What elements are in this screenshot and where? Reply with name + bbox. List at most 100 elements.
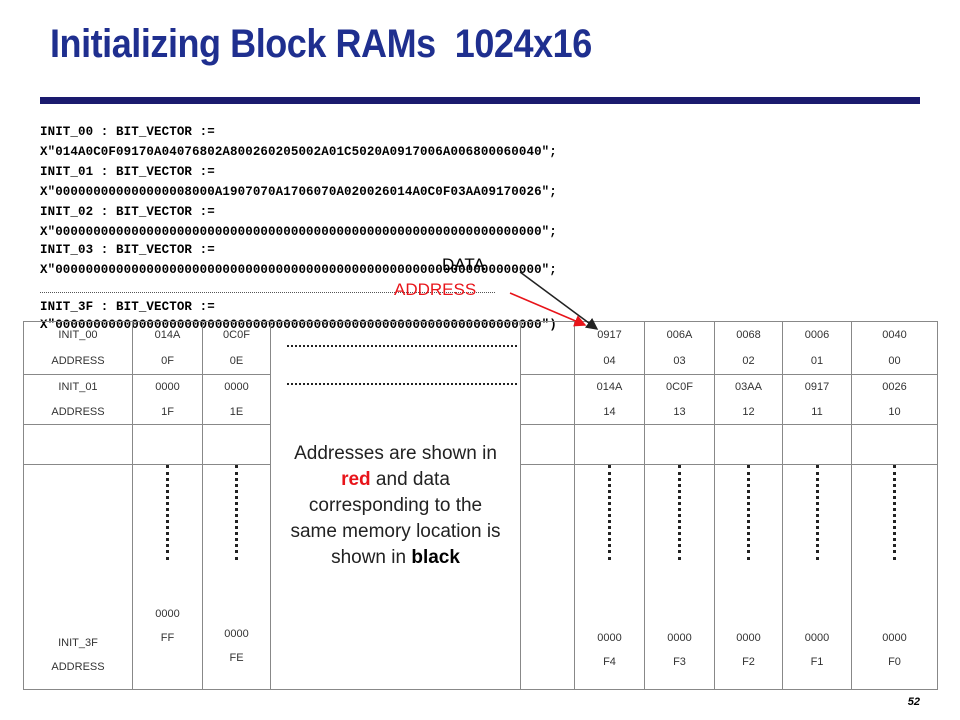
data-value: 0000: [597, 632, 622, 644]
vertical-dots: [235, 465, 238, 560]
data-value: 014A: [596, 381, 623, 394]
code-line: INIT_00 : BIT_VECTOR :=: [40, 125, 215, 139]
address-value: 12: [742, 405, 755, 418]
data-value: 0000: [882, 632, 907, 644]
horizontal-dots: [287, 383, 517, 385]
data-value: 006A: [666, 329, 693, 341]
note-red-word: red: [341, 468, 371, 490]
memory-cell: 0040 00: [851, 321, 938, 375]
slide-title: Initializing Block RAMs 1024x16: [50, 22, 592, 66]
data-value: 0068: [736, 329, 761, 341]
memory-cell: 014A 0F: [132, 321, 203, 375]
address-value: 00: [888, 355, 901, 367]
address-value: 0F: [161, 355, 174, 367]
empty-cell: [132, 424, 203, 465]
address-label: ADDRESS: [51, 355, 105, 367]
data-value: 0917: [804, 381, 830, 394]
address-value: FE: [229, 652, 244, 664]
address-value: F4: [603, 656, 616, 668]
row-name: INIT_00: [58, 329, 98, 341]
vertical-dots: [678, 465, 681, 560]
data-value: 03AA: [735, 381, 762, 394]
address-value: 1F: [161, 405, 174, 418]
code-line: INIT_02 : BIT_VECTOR :=: [40, 205, 215, 219]
memory-cell: 0000 1F: [132, 374, 203, 425]
code-line: INIT_01 : BIT_VECTOR :=: [40, 165, 215, 179]
memory-cell: 0026 10: [851, 374, 938, 425]
note-text: Addresses are shown in red and data corr…: [290, 442, 501, 568]
data-value: 0000: [155, 608, 180, 620]
address-value: 10: [888, 405, 901, 418]
code-line: INIT_03 : BIT_VECTOR :=: [40, 243, 215, 257]
vertical-dots: [893, 465, 896, 560]
data-value: 0026: [882, 381, 907, 394]
vertical-dots: [815, 465, 819, 560]
address-label: ADDRESS: [51, 405, 105, 418]
memory-cell: 0917 04: [574, 321, 645, 375]
page-number: 52: [907, 696, 920, 708]
code-line: X"00000000000000000000000000000000000000…: [40, 225, 557, 239]
address-value: 03: [673, 355, 686, 367]
vertical-dots: [166, 465, 169, 560]
empty-cell: [520, 464, 575, 690]
memory-cell: 0006 01: [782, 321, 852, 375]
address-label: ADDRESS: [51, 661, 105, 673]
note-cell: Addresses are shown in red and data corr…: [270, 321, 521, 690]
data-value: 0000: [736, 632, 761, 644]
empty-cell: [644, 424, 715, 465]
memory-cell: 0000 1E: [202, 374, 271, 425]
empty-cell: [520, 424, 575, 465]
address-value: F1: [810, 656, 824, 668]
vertical-dots: [608, 465, 611, 560]
address-value: F3: [673, 656, 686, 668]
data-value: 0000: [224, 628, 249, 640]
address-arrow: [509, 292, 587, 327]
code-line: X"014A0C0F09170A04076802A800260205002A01…: [40, 145, 557, 159]
memory-cell: 0C0F 13: [644, 374, 715, 425]
data-value: 014A: [154, 329, 181, 341]
address-value: F2: [742, 656, 755, 668]
title-underline: [40, 97, 920, 104]
address-value: 14: [603, 405, 616, 418]
data-value: 0C0F: [223, 329, 250, 341]
row-name-cell: INIT_3F ADDRESS: [23, 464, 133, 690]
row-name: INIT_3F: [58, 637, 98, 649]
code-line: INIT_3F : BIT_VECTOR :=: [40, 300, 215, 314]
data-arrow: [519, 271, 599, 330]
address-label-callout: ADDRESS: [394, 280, 477, 299]
data-value: 0006: [804, 329, 830, 341]
data-value: 0917: [597, 329, 622, 341]
code-line: X"00000000000000000000000000000000000000…: [40, 263, 557, 277]
address-value: 0E: [229, 355, 244, 367]
data-value: 0000: [667, 632, 692, 644]
data-label: DATA: [442, 255, 485, 274]
code-line: X"000000000000000008000A1907070A1706070A…: [40, 185, 557, 199]
address-value: FF: [160, 632, 175, 644]
data-value: 0000: [804, 632, 830, 644]
address-value: 13: [673, 405, 686, 418]
data-value: 0000: [224, 381, 249, 394]
vertical-dots: [747, 465, 750, 560]
address-value: 02: [742, 355, 755, 367]
address-value: 04: [603, 355, 616, 367]
row-name: INIT_01: [58, 381, 98, 394]
data-value: 0C0F: [666, 381, 693, 394]
address-value: 1E: [229, 405, 244, 418]
address-value: F0: [888, 656, 901, 668]
empty-cell: [851, 424, 938, 465]
address-value: 01: [810, 355, 824, 367]
data-value: 0000: [155, 381, 180, 394]
data-value: 0040: [882, 329, 907, 341]
